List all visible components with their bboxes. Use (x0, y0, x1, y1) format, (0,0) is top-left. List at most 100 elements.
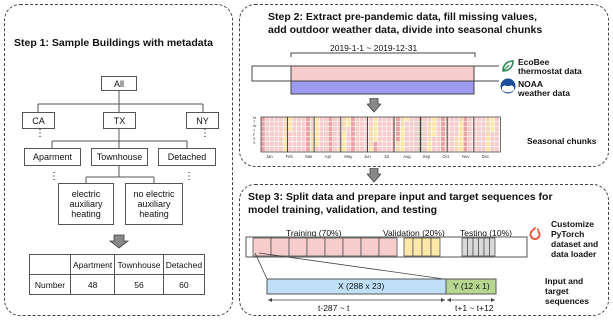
calendar-day-cell (265, 137, 270, 142)
calendar-day-cell (319, 137, 324, 142)
calendar-day-cell (364, 117, 369, 122)
calendar-day-cell (409, 147, 414, 152)
calendar-day-cell (283, 147, 288, 152)
calendar-day-cell (477, 127, 481, 132)
calendar-day-cell (265, 132, 270, 137)
calendar-day-cell (472, 127, 477, 132)
calendar-day-cell (472, 122, 477, 127)
calendar-day-cell (414, 117, 418, 122)
sequences-label: Input and target sequences (545, 276, 589, 306)
calendar-day-cell (396, 132, 400, 137)
calendar-day-cell (324, 117, 328, 122)
calendar-day-cell (346, 147, 351, 152)
ecobee-bar (290, 65, 475, 82)
calendar-day-cell (355, 122, 360, 127)
calendar-day-cell (328, 117, 333, 122)
calendar-day-cell (306, 132, 310, 137)
calendar-day-cell (382, 117, 387, 122)
calendar-day-cell (270, 117, 274, 122)
testing-chunk (478, 237, 485, 257)
calendar-day-cell (324, 147, 328, 152)
training-chunk (288, 237, 308, 257)
calendar-day-cell (274, 142, 279, 147)
calendar-day-cell (306, 137, 310, 142)
calendar-day-cell (283, 142, 288, 147)
calendar-day-cell (423, 142, 427, 147)
calendar-day-cell (337, 142, 342, 147)
calendar-day-cell (283, 132, 288, 137)
calendar-day-cell (472, 137, 477, 142)
calendar-day-cell (391, 117, 396, 122)
calendar-day-cell (409, 117, 414, 122)
calendar-day-cell (346, 132, 351, 137)
calendar-day-cell (324, 142, 328, 147)
calendar-day-cell (378, 127, 382, 132)
calendar-day-cell (405, 142, 409, 147)
calendar-day-cell (427, 137, 432, 142)
calendar-day-cell (283, 137, 288, 142)
calendar-day-cell (279, 122, 283, 127)
calendar-day-cell (360, 137, 364, 142)
calendar-month-label: Jan (266, 154, 273, 159)
calendar-day-cell (427, 117, 432, 122)
validation-chunk (403, 237, 414, 257)
calendar-day-cell (468, 122, 472, 127)
calendar-day-cell (450, 122, 454, 127)
calendar-day-cell (400, 122, 405, 127)
calendar-day-cell (486, 142, 490, 147)
training-label: Training (70%) (286, 228, 342, 238)
calendar-day-cell (391, 142, 396, 147)
calendar-day-cell (337, 137, 342, 142)
calendar-day-cell (324, 137, 328, 142)
step2-to-step3-arrow (367, 168, 381, 183)
calendar-day-cell (427, 142, 432, 147)
calendar-day-cell (396, 137, 400, 142)
calendar-day-cell (346, 142, 351, 147)
calendar-day-cell (459, 127, 463, 132)
calendar-day-cell (333, 117, 337, 122)
calendar-day-cell (490, 137, 495, 142)
calendar-day-cell (378, 122, 382, 127)
calendar-day-cell (346, 137, 351, 142)
validation-chunk (430, 237, 441, 257)
calendar-day-cell (463, 122, 468, 127)
testing-chunk (461, 237, 468, 257)
step1-title: Step 1: Sample Buildings with metadata (14, 37, 213, 49)
calendar-day-cell (342, 127, 346, 132)
calendar-day-cell (405, 147, 409, 152)
calendar-day-cell (333, 132, 337, 137)
calendar-day-cell (337, 127, 342, 132)
calendar-day-cell (265, 142, 270, 147)
calendar-day-cell (337, 132, 342, 137)
calendar-day-cell (355, 147, 360, 152)
calendar-day-cell (328, 142, 333, 147)
calendar-day-cell (301, 132, 306, 137)
calendar-day-cell (274, 117, 279, 122)
calendar-day-cell (486, 117, 490, 122)
calendar-day-cell (369, 127, 373, 132)
calendar-day-cell (409, 137, 414, 142)
calendar-day-cell (490, 122, 495, 127)
calendar-day-cell (337, 122, 342, 127)
ellipsis-ca: ⋮ (35, 128, 45, 139)
noaa-bar (290, 80, 475, 95)
validation-label: Validation (20%) (383, 228, 445, 238)
calendar-day-cell (310, 147, 315, 152)
calendar-day-cell (288, 142, 292, 147)
table-cell-detached: 60 (162, 274, 206, 295)
validation-chunk (421, 237, 432, 257)
calendar-day-cell (351, 147, 355, 152)
calendar-day-cell (373, 132, 378, 137)
calendar-day-cell (477, 142, 481, 147)
calendar-day-cell (436, 122, 441, 127)
calendar-day-cell (409, 132, 414, 137)
calendar-day-cell (297, 117, 301, 122)
calendar-day-cell (355, 142, 360, 147)
y-range-label: t+1 ~ t+12 (455, 303, 494, 313)
calendar-day-cell (283, 117, 288, 122)
calendar-day-cell (436, 147, 441, 152)
calendar-month-label: Nov (462, 154, 470, 159)
calendar-day-cell (423, 147, 427, 152)
calendar-day-cell (324, 132, 328, 137)
calendar-day-cell (310, 137, 315, 142)
